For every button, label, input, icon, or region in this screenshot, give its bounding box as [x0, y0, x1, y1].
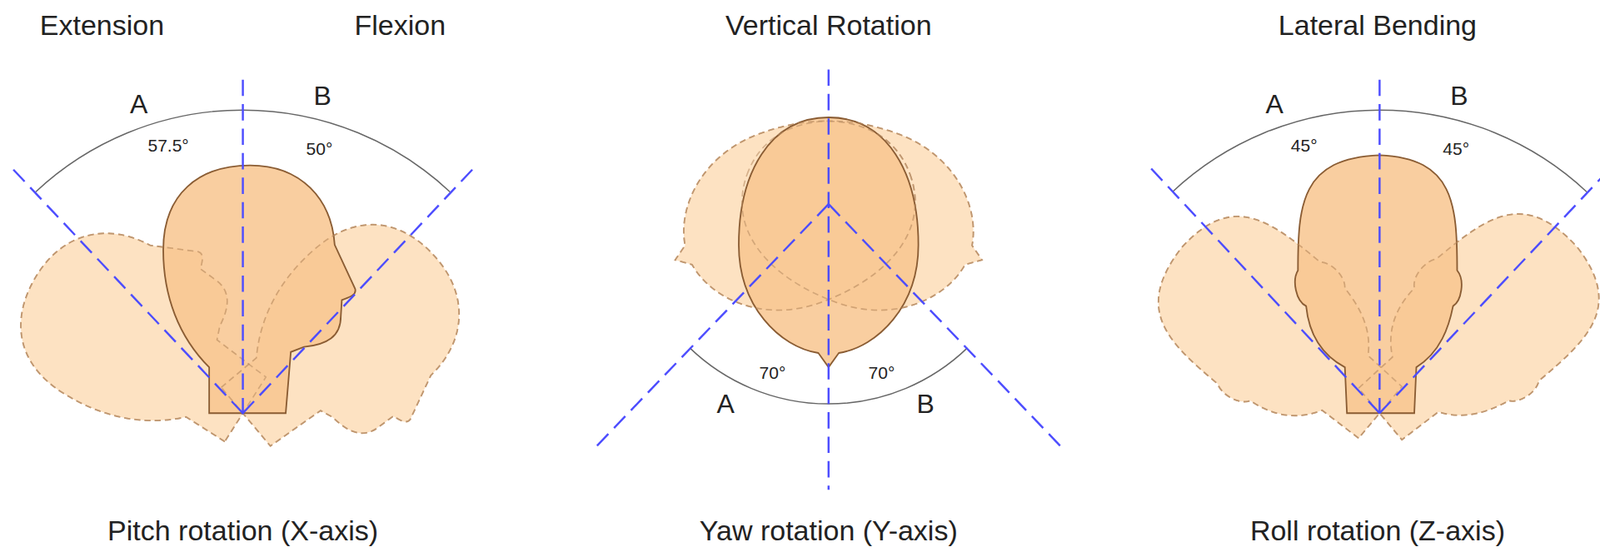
axis-caption: Yaw rotation (Y-axis) — [699, 516, 958, 548]
side-letter: B — [313, 82, 331, 112]
angle-value: 45° — [1290, 136, 1318, 156]
ghost-outline — [0, 184, 304, 480]
side-letter: A — [1266, 90, 1284, 120]
axis-caption: Roll rotation (Z-axis) — [1250, 516, 1506, 548]
angle-value: 70° — [868, 363, 896, 384]
angle-value: 57.5° — [148, 136, 190, 156]
pitch-panel — [0, 79, 505, 500]
limit-line — [1379, 168, 1600, 414]
axis-line — [1378, 79, 1381, 414]
panel-heading: Extension — [39, 9, 165, 41]
side-letter: B — [917, 390, 935, 420]
angle-value: 50° — [306, 139, 334, 159]
panel-heading: Vertical Rotation — [725, 9, 933, 41]
ghost-outline — [191, 193, 505, 500]
axis-caption: Pitch rotation (X-axis) — [107, 516, 379, 548]
side-letter: A — [129, 90, 148, 120]
panel-heading: Lateral Bending — [1278, 9, 1477, 41]
limit-line — [12, 168, 244, 414]
angle-value: 45° — [1442, 139, 1470, 159]
axis-line — [827, 69, 830, 490]
side-letter: A — [716, 390, 734, 420]
angle-value: 70° — [759, 363, 787, 384]
neutral-head — [1295, 154, 1462, 414]
ghost-outline — [1325, 182, 1600, 476]
roll-panel — [1127, 79, 1600, 479]
yaw-panel — [597, 69, 1061, 490]
ghost-outline — [1127, 184, 1433, 479]
limit-line — [828, 204, 1061, 446]
limit-line — [1151, 168, 1380, 414]
ghost-outline — [644, 89, 942, 344]
limit-line — [597, 204, 829, 446]
neutral-head — [163, 165, 356, 414]
ghost-outline — [716, 89, 1013, 344]
limit-line — [243, 168, 474, 414]
axis-line — [241, 79, 244, 417]
side-letter: B — [1450, 82, 1468, 112]
panel-heading: Flexion — [353, 9, 446, 41]
